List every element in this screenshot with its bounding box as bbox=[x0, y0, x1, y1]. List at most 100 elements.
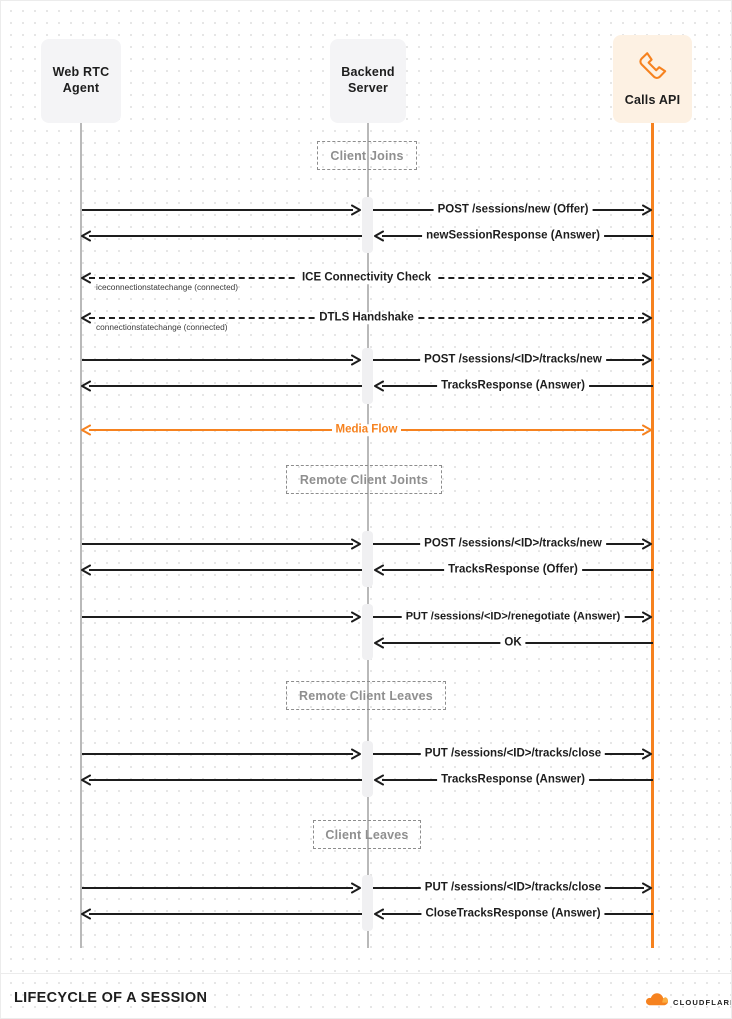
arrowhead-right-icon bbox=[642, 312, 653, 324]
section-remote-client-joints-label: Remote Client Joints bbox=[299, 472, 429, 487]
arrowhead-left-icon bbox=[80, 774, 91, 786]
actor-calls-api[interactable]: Calls API bbox=[613, 35, 692, 123]
message-label: Media Flow bbox=[331, 424, 402, 436]
message-agent-to-backend bbox=[80, 745, 362, 763]
arrowhead-right-icon bbox=[642, 882, 653, 894]
message-label: DTLS Handshake bbox=[315, 312, 418, 324]
message-backend-to-agent bbox=[80, 561, 362, 579]
message-label: PUT /sessions/<ID>/renegotiate (Answer) bbox=[401, 611, 625, 623]
arrowhead-left-icon bbox=[80, 272, 91, 284]
arrowhead-right-icon bbox=[642, 748, 653, 760]
arrowhead-left-icon bbox=[80, 424, 91, 436]
activation-bar bbox=[362, 348, 373, 404]
arrowhead-left-icon bbox=[80, 380, 91, 392]
activation-bar bbox=[362, 197, 373, 253]
arrowhead-right-icon bbox=[642, 272, 653, 284]
cloudflare-logo: CLOUDFLARE bbox=[646, 993, 732, 1011]
message-label: TracksResponse (Offer) bbox=[444, 564, 582, 576]
message-backend-to-agent bbox=[80, 377, 362, 395]
arrowhead-right-icon bbox=[642, 204, 653, 216]
message-agent-to-backend bbox=[80, 879, 362, 897]
actor-calls-api-label: Calls API bbox=[624, 92, 681, 107]
actor-backend-server-line2: Server bbox=[347, 81, 389, 95]
message-label: POST /sessions/<ID>/tracks/new bbox=[420, 538, 606, 550]
message-agent-to-backend bbox=[80, 535, 362, 553]
cloudflare-cloud-icon bbox=[646, 993, 668, 1011]
actor-web-rtc-agent-line2: Agent bbox=[62, 81, 100, 95]
message-calls-to-backend-tracks-response-answer: TracksResponse (Answer) bbox=[373, 377, 653, 395]
message-backend-to-calls-put-tracks-close: PUT /sessions/<ID>/tracks/close bbox=[373, 745, 653, 763]
message-ice-connectivity-check: ICE Connectivity Check bbox=[80, 269, 653, 287]
actor-backend-server[interactable]: Backend Server bbox=[330, 39, 406, 123]
cloudflare-wordmark: CLOUDFLARE bbox=[673, 997, 732, 1007]
message-label: CloseTracksResponse (Answer) bbox=[421, 908, 605, 920]
message-backend-to-calls-post-sessions-new: POST /sessions/new (Offer) bbox=[373, 201, 653, 219]
section-client-leaves-label: Client Leaves bbox=[325, 827, 409, 842]
actor-web-rtc-agent[interactable]: Web RTC Agent bbox=[41, 39, 121, 123]
message-backend-to-calls-put-tracks-close: PUT /sessions/<ID>/tracks/close bbox=[373, 879, 653, 897]
message-media-flow: Media Flow bbox=[80, 421, 653, 439]
phone-icon bbox=[636, 50, 670, 87]
arrowhead-left-icon bbox=[80, 312, 91, 324]
message-label: ICE Connectivity Check bbox=[297, 272, 436, 284]
lifeline-web-rtc-agent bbox=[80, 123, 82, 948]
message-calls-to-backend-tracks-response-offer: TracksResponse (Offer) bbox=[373, 561, 653, 579]
activation-bar bbox=[362, 604, 373, 660]
section-client-joins: Client Joins bbox=[317, 141, 417, 170]
arrowhead-right-icon bbox=[351, 748, 362, 760]
lifeline-calls-api bbox=[651, 123, 654, 948]
footer-divider bbox=[1, 973, 731, 974]
message-backend-to-agent bbox=[80, 771, 362, 789]
message-agent-to-backend bbox=[80, 201, 362, 219]
arrowhead-left-icon bbox=[373, 637, 384, 649]
message-agent-to-backend bbox=[80, 351, 362, 369]
arrowhead-left-icon bbox=[373, 774, 384, 786]
message-dtls-handshake: DTLS Handshake bbox=[80, 309, 653, 327]
arrowhead-right-icon bbox=[351, 882, 362, 894]
section-client-leaves: Client Leaves bbox=[313, 820, 421, 849]
arrowhead-right-icon bbox=[351, 354, 362, 366]
message-sublabel-iceconnectionstatechange: iceconnectionstatechange (connected) bbox=[96, 282, 239, 292]
message-calls-to-backend-ok: OK bbox=[373, 634, 653, 652]
message-backend-to-calls-post-tracks-new: POST /sessions/<ID>/tracks/new bbox=[373, 351, 653, 369]
arrowhead-left-icon bbox=[80, 564, 91, 576]
section-remote-client-leaves-label: Remote Client Leaves bbox=[299, 688, 433, 703]
arrowhead-right-icon bbox=[351, 611, 362, 623]
message-label: POST /sessions/new (Offer) bbox=[433, 204, 593, 216]
message-label: PUT /sessions/<ID>/tracks/close bbox=[420, 748, 606, 760]
message-backend-to-calls-put-renegotiate: PUT /sessions/<ID>/renegotiate (Answer) bbox=[373, 608, 653, 626]
message-label: TracksResponse (Answer) bbox=[437, 774, 589, 786]
arrowhead-right-icon bbox=[351, 204, 362, 216]
arrowhead-right-icon bbox=[642, 611, 653, 623]
section-remote-client-leaves: Remote Client Leaves bbox=[286, 681, 446, 710]
arrowhead-right-icon bbox=[642, 424, 653, 436]
message-calls-to-backend-close-tracks-response: CloseTracksResponse (Answer) bbox=[373, 905, 653, 923]
message-label: newSessionResponse (Answer) bbox=[422, 230, 604, 242]
message-calls-to-backend-new-session-response: newSessionResponse (Answer) bbox=[373, 227, 653, 245]
section-client-joins-label: Client Joins bbox=[330, 148, 404, 163]
message-backend-to-agent bbox=[80, 905, 362, 923]
arrowhead-right-icon bbox=[642, 354, 653, 366]
activation-bar bbox=[362, 875, 373, 931]
arrowhead-left-icon bbox=[373, 564, 384, 576]
message-label: TracksResponse (Answer) bbox=[437, 380, 589, 392]
activation-bar bbox=[362, 741, 373, 797]
arrowhead-right-icon bbox=[351, 538, 362, 550]
arrowhead-left-icon bbox=[373, 230, 384, 242]
actor-backend-server-line1: Backend bbox=[341, 65, 395, 80]
message-backend-to-agent bbox=[80, 227, 362, 245]
message-label: PUT /sessions/<ID>/tracks/close bbox=[420, 882, 606, 894]
message-sublabel-connectionstatechange: connectionstatechange (connected) bbox=[96, 322, 228, 332]
message-label: OK bbox=[500, 637, 526, 649]
actor-web-rtc-agent-line1: Web RTC bbox=[52, 65, 110, 80]
message-calls-to-backend-tracks-response-answer: TracksResponse (Answer) bbox=[373, 771, 653, 789]
arrowhead-left-icon bbox=[373, 380, 384, 392]
arrowhead-left-icon bbox=[373, 908, 384, 920]
message-backend-to-calls-post-tracks-new: POST /sessions/<ID>/tracks/new bbox=[373, 535, 653, 553]
arrowhead-left-icon bbox=[80, 908, 91, 920]
message-agent-to-backend bbox=[80, 608, 362, 626]
section-remote-client-joints: Remote Client Joints bbox=[286, 465, 442, 494]
page-title: LIFECYCLE OF A SESSION bbox=[14, 990, 208, 1006]
activation-bar bbox=[362, 531, 373, 587]
